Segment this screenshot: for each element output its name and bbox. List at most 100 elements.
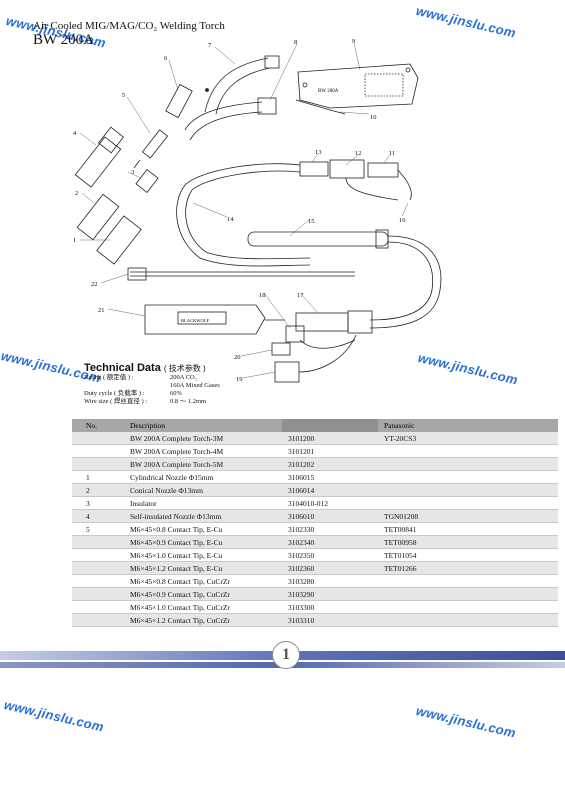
cell-part-number: 3102340 [282,535,378,549]
cell-no [72,548,124,562]
cell-part-number: 3106014 [282,483,378,497]
cell-part-number: 3103290 [282,587,378,601]
callout-14: 14 [227,216,234,223]
cell-part-number: 3101200 [282,432,378,445]
cell-no [72,587,124,601]
cell-description: M6×45×1.2 Contact Tip, CuCrZr [124,613,282,627]
document-title: Air Cooled MIG/MAG/CO₂ Welding Torch [33,20,225,32]
cell-panasonic: TET01266 [378,561,558,575]
cell-description: M6×45×0.9 Contact Tip, E-Cu [124,535,282,549]
cell-panasonic [378,613,558,627]
cell-no [72,561,124,575]
cell-panasonic: TET01054 [378,548,558,562]
spec-row: Wire size ( 焊丝直径 ) : 0.8 ～ 1.2mm [84,398,284,406]
cell-description: Conical Nozzle Φ13mm [124,483,282,497]
cell-no [72,613,124,627]
callout-10: 10 [370,114,377,121]
cell-no [72,432,124,445]
callout-21: 21 [98,307,105,314]
watermark: www.jinslu.com [414,703,518,741]
spec-value: 200A CO₂ [170,374,198,381]
callout-22: 22 [91,281,98,288]
callout-8: 8 [294,39,297,46]
cell-part-number: 3101201 [282,444,378,458]
cell-panasonic [378,470,558,484]
contact-tip [133,129,169,169]
spec-value: 160A Mixed Gases [170,382,220,389]
cell-panasonic [378,574,558,588]
cell-no: 5 [72,522,124,536]
spec-key: Wire size ( 焊丝直径 ) : [84,398,148,405]
handle [297,63,419,109]
column-header-panasonic: Panasonic [378,419,558,432]
cell-panasonic: TET00958 [378,535,558,549]
model-title: BW 200A [33,32,94,48]
self-insulated-nozzle [74,126,125,188]
callout-4: 4 [73,130,77,137]
column-header-no: No. [72,419,124,432]
cell-no: 4 [72,509,124,523]
adapter-housing [144,304,285,335]
callout-3: 3 [131,169,134,176]
cell-description: M6×45×0.9 Contact Tip, CuCrZr [124,587,282,601]
cell-no: 1 [72,470,124,484]
cell-description: BW 200A Complete Torch-5M [124,457,282,471]
callout-6: 6 [164,55,168,62]
cell-no [72,535,124,549]
column-header-part-number [282,419,378,432]
watermark: www.jinslu.com [2,697,106,735]
cell-panasonic [378,600,558,614]
callout-18: 18 [259,292,266,299]
cell-part-number: 3106010 [282,509,378,523]
spec-key: Duty cycle ( 负载率 ) : [84,390,145,397]
cell-no [72,600,124,614]
cell-description: M6×45×1.0 Contact Tip, CuCrZr [124,600,282,614]
callout-9: 9 [352,38,355,45]
cell-description: M6×45×1.2 Contact Tip, E-Cu [124,561,282,575]
cell-description: M6×45×1.0 Contact Tip, E-Cu [124,548,282,562]
technical-data-heading: Technical Data [84,362,161,374]
table-header-row: No. Description Panasonic [72,419,558,432]
cell-panasonic [378,587,558,601]
cell-description: M6×45×0.8 Contact Tip, E-Cu [124,522,282,536]
cell-part-number: 3106015 [282,470,378,484]
cell-part-number: 3101202 [282,457,378,471]
cell-no [72,574,124,588]
callout-19: 19 [236,376,243,383]
spec-key [84,382,170,390]
spec-row: Rating ( 额定值 ) : 200A CO₂ [84,374,284,382]
spec-value: 60% [170,390,182,397]
callout-2: 2 [75,190,78,197]
cell-part-number: 3104010-012 [282,496,378,510]
technical-data-heading-cn: ( 技术参数 ) [163,364,206,373]
cell-panasonic: YT-20CS3 [378,432,558,445]
neck-insulator [165,83,193,119]
handle-label: BW 200A [318,89,339,94]
column-header-description: Description [124,419,282,432]
page-number: 1 [272,641,300,669]
spec-row: 160A Mixed Gases [84,382,284,390]
callout-20: 20 [234,354,241,361]
cell-no [72,444,124,458]
cell-description: BW 200A Complete Torch-3M [124,432,282,445]
cell-no: 3 [72,496,124,510]
callout-15: 15 [308,218,315,225]
cell-part-number: 3103310 [282,613,378,627]
cell-part-number: 3103280 [282,574,378,588]
cell-panasonic [378,483,558,497]
spec-key: Rating ( 额定值 ) : [84,374,134,381]
callout-11: 11 [389,150,395,157]
callout-5: 5 [122,92,125,99]
cell-no [72,457,124,471]
